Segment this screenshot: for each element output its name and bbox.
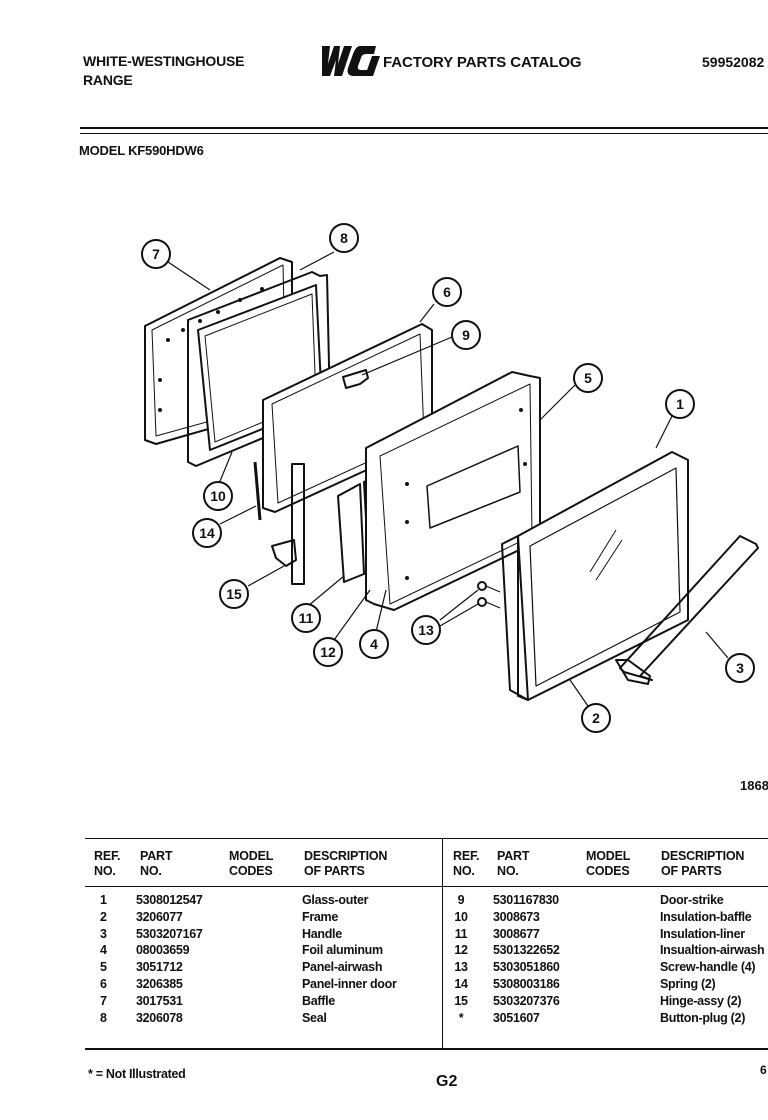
hinge-part <box>271 463 305 585</box>
callout-9: 9 <box>451 320 481 350</box>
svg-text:8: 8 <box>340 230 348 246</box>
svg-text:2: 2 <box>592 710 600 726</box>
door-strike-part <box>342 369 369 389</box>
callout-14: 14 <box>192 518 222 548</box>
catalog-number: 59952082 <box>702 54 765 70</box>
callout-11: 11 <box>291 603 321 633</box>
footnote: * = Not Illustrated <box>88 1067 186 1081</box>
brand-block: WHITE-WESTINGHOUSE RANGE <box>83 52 244 90</box>
callout-1: 1 <box>665 389 695 419</box>
handle-part <box>615 535 759 685</box>
callout-6: 6 <box>432 277 462 307</box>
svg-text:11: 11 <box>299 610 314 626</box>
callout-5: 5 <box>573 363 603 393</box>
header-ref-left: REF.NO. <box>94 849 121 878</box>
brand-name: WHITE-WESTINGHOUSE <box>83 53 245 69</box>
seal-part <box>187 271 331 467</box>
insulation-liner-part <box>337 483 365 583</box>
svg-text:14: 14 <box>199 525 215 541</box>
wci-logo <box>316 44 380 83</box>
page-number: 6 <box>760 1063 767 1077</box>
header-ref-right: REF.NO. <box>453 849 480 878</box>
callout-10: 10 <box>203 481 233 511</box>
svg-text:15: 15 <box>226 586 242 602</box>
table-rule-header <box>85 886 768 887</box>
callout-15: 15 <box>219 579 249 609</box>
part-sheet-code: 1868 <box>740 778 768 793</box>
svg-text:3: 3 <box>736 660 744 676</box>
callout-2: 2 <box>581 703 611 733</box>
glass-outer-part <box>517 451 689 701</box>
callout-7: 7 <box>141 239 171 269</box>
callout-8: 8 <box>329 223 359 253</box>
callout-4: 4 <box>359 629 389 659</box>
product-type: RANGE <box>83 72 133 88</box>
svg-text:13: 13 <box>418 622 434 638</box>
table-rule-top <box>85 838 768 839</box>
table-rule-bottom <box>85 1048 768 1050</box>
exploded-diagram: 1 2 3 4 5 6 7 8 9 10 11 12 13 14 15 <box>141 223 759 733</box>
header-rule-bottom <box>80 133 768 134</box>
spring-part <box>253 461 262 521</box>
screw-handle-part <box>477 581 501 609</box>
model-number: MODEL KF590HDW6 <box>79 143 204 158</box>
table-divider <box>442 838 443 1048</box>
svg-text:7: 7 <box>152 246 160 262</box>
svg-text:6: 6 <box>443 284 451 300</box>
frame-part <box>501 535 529 701</box>
svg-text:5: 5 <box>584 370 592 386</box>
catalog-title: FACTORY PARTS CATALOG <box>383 54 582 71</box>
callout-3: 3 <box>725 653 755 683</box>
svg-text:12: 12 <box>320 644 336 660</box>
callout-12: 12 <box>313 637 343 667</box>
svg-text:4: 4 <box>370 636 378 652</box>
svg-text:9: 9 <box>462 327 470 343</box>
svg-text:1: 1 <box>676 396 684 412</box>
header-rule-top <box>80 127 768 129</box>
callout-13: 13 <box>411 615 441 645</box>
page-code: G2 <box>436 1073 458 1090</box>
svg-text:10: 10 <box>210 488 226 504</box>
